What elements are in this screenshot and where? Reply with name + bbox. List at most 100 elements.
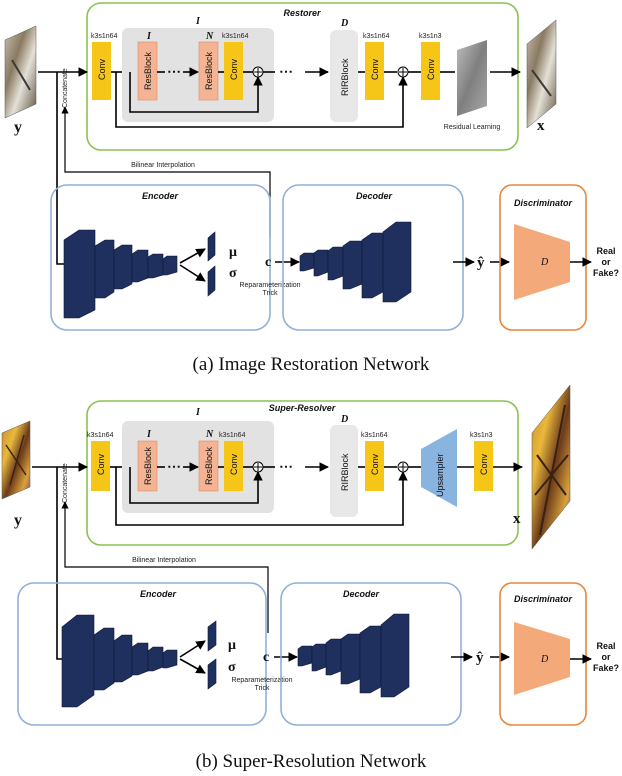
encoder-title: Encoder [142, 191, 179, 201]
resblock-first [137, 41, 158, 101]
final-conv-label: Conv [479, 453, 489, 475]
restorer-title: Restorer [283, 8, 321, 18]
resblock-first-index: I [146, 31, 152, 42]
yhat-label: ŷ [477, 255, 485, 271]
rir-count-label: D [340, 414, 348, 425]
reparam-line1: Reparameterization [239, 282, 300, 289]
upsampler-label: Upsampler [435, 453, 445, 497]
discriminator-title: Discriminator [514, 198, 573, 208]
interp-arrow [61, 501, 269, 633]
encoder-box [50, 184, 271, 331]
encoder-layers [61, 614, 217, 708]
upsampler-block [421, 429, 457, 507]
final-conv-block [421, 42, 440, 100]
real-line3: Fake? [593, 268, 619, 278]
discriminator-shape [514, 622, 570, 695]
resblock-first-label: ResBlock [143, 446, 153, 485]
residual-image [457, 40, 487, 116]
output-image [531, 384, 571, 550]
reparam-line2: Trick [263, 290, 278, 297]
post-conv-block [365, 441, 384, 491]
rir-label: RIRBlock [340, 58, 350, 96]
post-conv-block [365, 42, 384, 100]
inner-conv-spec: k3s1n64 [219, 432, 246, 439]
resblock-last [198, 440, 219, 492]
resblock-last-index: N [205, 429, 214, 440]
disc-label: D [540, 654, 549, 665]
concat-label: Concatenate [62, 463, 69, 503]
decoder-title: Decoder [343, 589, 380, 599]
super-resolver-box [86, 400, 519, 546]
post-conv-spec: k3s1n64 [363, 33, 390, 40]
sigma-label: σ [229, 266, 237, 281]
post-conv-label: Conv [370, 58, 380, 80]
inner-conv-block [224, 441, 243, 491]
mu-label: μ [228, 638, 236, 653]
encoder-box [17, 582, 267, 726]
ellipsis: ⋯ [167, 63, 181, 79]
decoder-layers [297, 613, 410, 698]
decoder-title: Decoder [356, 191, 393, 201]
inner-conv-label: Conv [229, 453, 239, 475]
real-line1: Real [596, 641, 615, 651]
svg-text:⋯: ⋯ [167, 458, 181, 474]
real-line2: or [602, 257, 611, 267]
output-image [526, 19, 557, 129]
first-conv-spec: k3s1n64 [91, 33, 118, 40]
real-line2: or [602, 652, 611, 662]
inner-conv-label: Conv [229, 58, 239, 80]
final-conv-spec: k3s1n3 [419, 33, 442, 40]
disc-label: D [540, 257, 549, 268]
decoder-box [282, 184, 464, 331]
input-image [1, 420, 31, 500]
residual-label: Residual Learning [444, 124, 501, 131]
input-label: y [14, 119, 22, 136]
decoder-box [280, 582, 462, 726]
c-label: c [265, 255, 271, 270]
group-count-label: I [195, 16, 201, 27]
interp-label: Bilinear Interpolation [131, 162, 195, 169]
group-count-label: I [195, 407, 201, 418]
rir-count-label: D [340, 18, 348, 29]
discriminator-shape [514, 224, 570, 300]
final-conv-label: Conv [426, 58, 436, 80]
final-conv-spec: k3s1n3 [470, 432, 493, 439]
caption: (b) Super-Resolution Network [196, 751, 427, 772]
first-conv-block [91, 441, 110, 491]
decoder-layers [299, 221, 412, 303]
caption: (a) Image Restoration Network [193, 354, 430, 375]
rir-label: RIRBlock [340, 453, 350, 491]
reparam-line1: Reparameterization [231, 677, 292, 684]
encoder-title: Encoder [140, 589, 177, 599]
resblock-last-label: ResBlock [204, 446, 214, 485]
post-conv-spec: k3s1n64 [361, 432, 388, 439]
resblock-first-index: I [146, 429, 152, 440]
input-label: y [14, 512, 22, 529]
sigma-label: σ [228, 660, 236, 675]
final-conv-block [474, 441, 493, 491]
real-line1: Real [596, 246, 615, 256]
resblock-last-index: N [205, 31, 214, 42]
svg-text:⋯: ⋯ [279, 63, 293, 79]
first-conv-label: Conv [96, 453, 106, 475]
output-label: x [537, 118, 545, 134]
first-conv-spec: k3s1n64 [87, 432, 114, 439]
resblock-first [137, 440, 158, 492]
c-label: c [263, 650, 269, 665]
rir-block [330, 30, 358, 122]
interp-label: Bilinear Interpolation [132, 557, 196, 564]
first-conv-block [92, 42, 111, 100]
panel-a: y Restorer Concatenate k3s1n64 Conv I I … [4, 2, 619, 375]
svg-text:⋯: ⋯ [279, 458, 293, 474]
resblock-last [198, 41, 219, 101]
post-conv-label: Conv [370, 453, 380, 475]
real-line3: Fake? [593, 663, 619, 673]
output-label: x [513, 511, 521, 527]
reparam-line2: Trick [255, 685, 270, 692]
discriminator-title: Discriminator [514, 594, 573, 604]
resblock-first-label: ResBlock [143, 51, 153, 90]
discriminator-box [499, 582, 587, 726]
concat-label: Concatenate [62, 68, 69, 108]
rir-block [330, 425, 358, 517]
